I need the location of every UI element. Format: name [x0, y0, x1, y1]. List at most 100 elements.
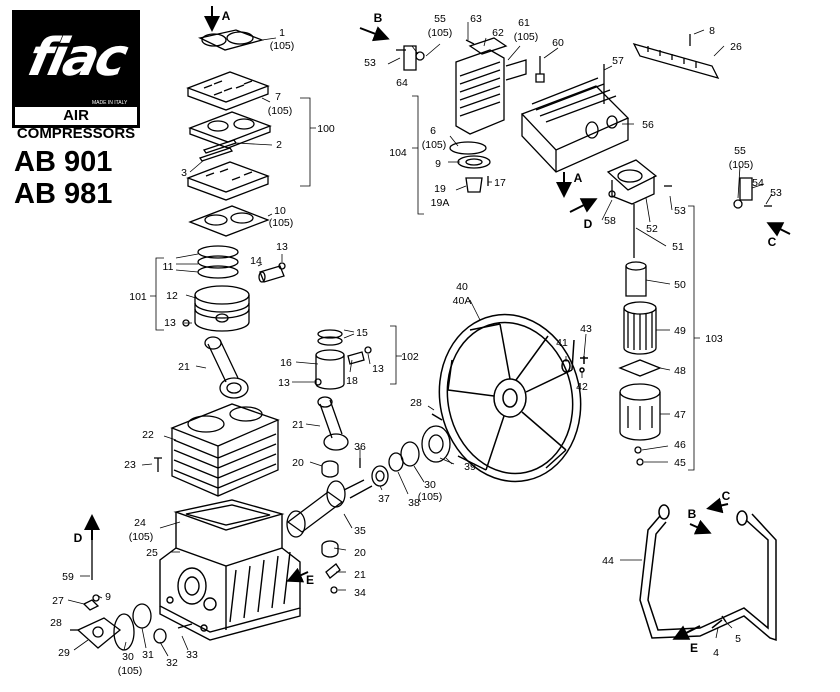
callout-5: 5	[735, 633, 741, 645]
callout-49: 49	[674, 325, 686, 337]
callout-50: 50	[674, 279, 686, 291]
callout-7: 7	[275, 91, 281, 103]
callout-30-a-note: (105)	[418, 491, 443, 503]
callout-4: 4	[713, 647, 719, 659]
callout-45: 45	[674, 457, 686, 469]
callout-labels: 1 (105) 7 (105) 2 3 10 (105) 100 11 13 1…	[50, 13, 782, 677]
model-name-2: AB 981	[14, 178, 113, 210]
callout-13-d: 13	[278, 377, 290, 389]
direction-arrow-icon	[569, 198, 598, 213]
callout-35: 35	[354, 525, 366, 537]
callout-40a: 40A	[453, 295, 472, 307]
callout-55-a-note: (105)	[428, 27, 453, 39]
arrow-letter-labels: A B A C D D E B C E	[74, 9, 777, 655]
callout-23: 23	[124, 459, 136, 471]
callout-36: 36	[354, 441, 366, 453]
callout-40: 40	[456, 281, 468, 293]
arrow-label-e-pipe: E	[690, 641, 698, 655]
callout-19: 19	[434, 183, 446, 195]
air-filter-assembly	[606, 159, 672, 466]
direction-arrow-icon	[672, 625, 701, 640]
callout-9-a: 9	[105, 591, 111, 603]
callout-10: 10	[274, 205, 286, 217]
callout-60: 60	[552, 37, 564, 49]
callout-13-b: 13	[164, 317, 176, 329]
flywheel	[431, 313, 588, 483]
valve-plate-stack	[182, 29, 286, 399]
callout-61-note: (105)	[514, 31, 539, 43]
callout-53-c: 53	[674, 205, 686, 217]
arrow-label-c: C	[768, 235, 777, 249]
callout-62: 62	[492, 27, 504, 39]
callout-31: 31	[142, 649, 154, 661]
callout-58: 58	[604, 215, 616, 227]
callout-59: 59	[62, 571, 74, 583]
arrow-label-a-mid: A	[574, 171, 583, 185]
callout-38: 38	[408, 497, 420, 509]
arrow-label-d-mid: D	[584, 217, 593, 231]
callout-34: 34	[354, 587, 366, 599]
callout-22: 22	[142, 429, 154, 441]
callout-30-b: 30	[122, 651, 134, 663]
callout-29: 29	[58, 647, 70, 659]
callout-102: 102	[401, 351, 419, 363]
arrow-label-c-pipe: C	[722, 489, 731, 503]
callout-8: 8	[709, 25, 715, 37]
callout-25: 25	[146, 547, 158, 559]
callout-21-b: 21	[292, 419, 304, 431]
callout-41: 41	[556, 337, 568, 349]
direction-arrow-icon	[689, 519, 712, 535]
logo-made-in: MADE IN ITALY	[92, 100, 128, 106]
callout-27: 27	[52, 595, 64, 607]
callout-14: 14	[250, 255, 262, 267]
callout-51: 51	[672, 241, 684, 253]
crankcase	[159, 499, 301, 641]
callout-61: 61	[518, 17, 530, 29]
callout-28-a: 28	[50, 617, 62, 629]
callout-53-a: 53	[364, 57, 376, 69]
callout-33: 33	[186, 649, 198, 661]
callout-46: 46	[674, 439, 686, 451]
arrow-label-a-top: A	[222, 9, 231, 23]
callout-42: 42	[576, 381, 588, 393]
direction-arrow-icon	[706, 497, 729, 514]
callout-24-note: (105)	[129, 531, 154, 543]
callout-9-b: 9	[435, 158, 441, 170]
delivery-pipe	[639, 504, 777, 642]
callout-20-a: 20	[292, 457, 304, 469]
direction-arrow-icon	[766, 222, 791, 237]
arrow-label-e-mid: E	[306, 573, 314, 587]
arrow-label-d-bottom: D	[74, 531, 83, 545]
callout-52: 52	[646, 223, 658, 235]
callout-2: 2	[276, 139, 282, 151]
callout-17: 17	[494, 177, 506, 189]
callout-6: 6	[430, 125, 436, 137]
logo-tagline: AIR COMPRESSORS	[12, 104, 140, 142]
callout-11: 11	[163, 261, 174, 273]
callout-44: 44	[602, 555, 614, 567]
callout-16: 16	[280, 357, 292, 369]
callout-26: 26	[730, 41, 742, 53]
direction-arrow-icon	[286, 567, 309, 583]
callout-15: 15	[356, 327, 368, 339]
model-name-1: AB 901	[14, 146, 113, 178]
callout-104: 104	[389, 147, 407, 159]
callout-63: 63	[470, 13, 482, 25]
callout-55-a: 55	[434, 13, 446, 25]
callout-10-note: (105)	[269, 217, 294, 229]
callout-30-b-note: (105)	[118, 665, 143, 677]
callout-56: 56	[642, 119, 654, 131]
direction-arrow-icon	[359, 26, 390, 42]
callout-13-a: 13	[276, 241, 288, 253]
callout-55-b-note: (105)	[729, 159, 754, 171]
callout-43: 43	[580, 323, 592, 335]
callout-48: 48	[674, 365, 686, 377]
arrow-label-b-pipe: B	[688, 507, 697, 521]
arrow-label-b-top: B	[374, 11, 383, 25]
callout-32: 32	[166, 657, 178, 669]
callout-30-a: 30	[424, 479, 436, 491]
callout-6-note: (105)	[422, 139, 447, 151]
cylinder-head	[396, 34, 772, 209]
